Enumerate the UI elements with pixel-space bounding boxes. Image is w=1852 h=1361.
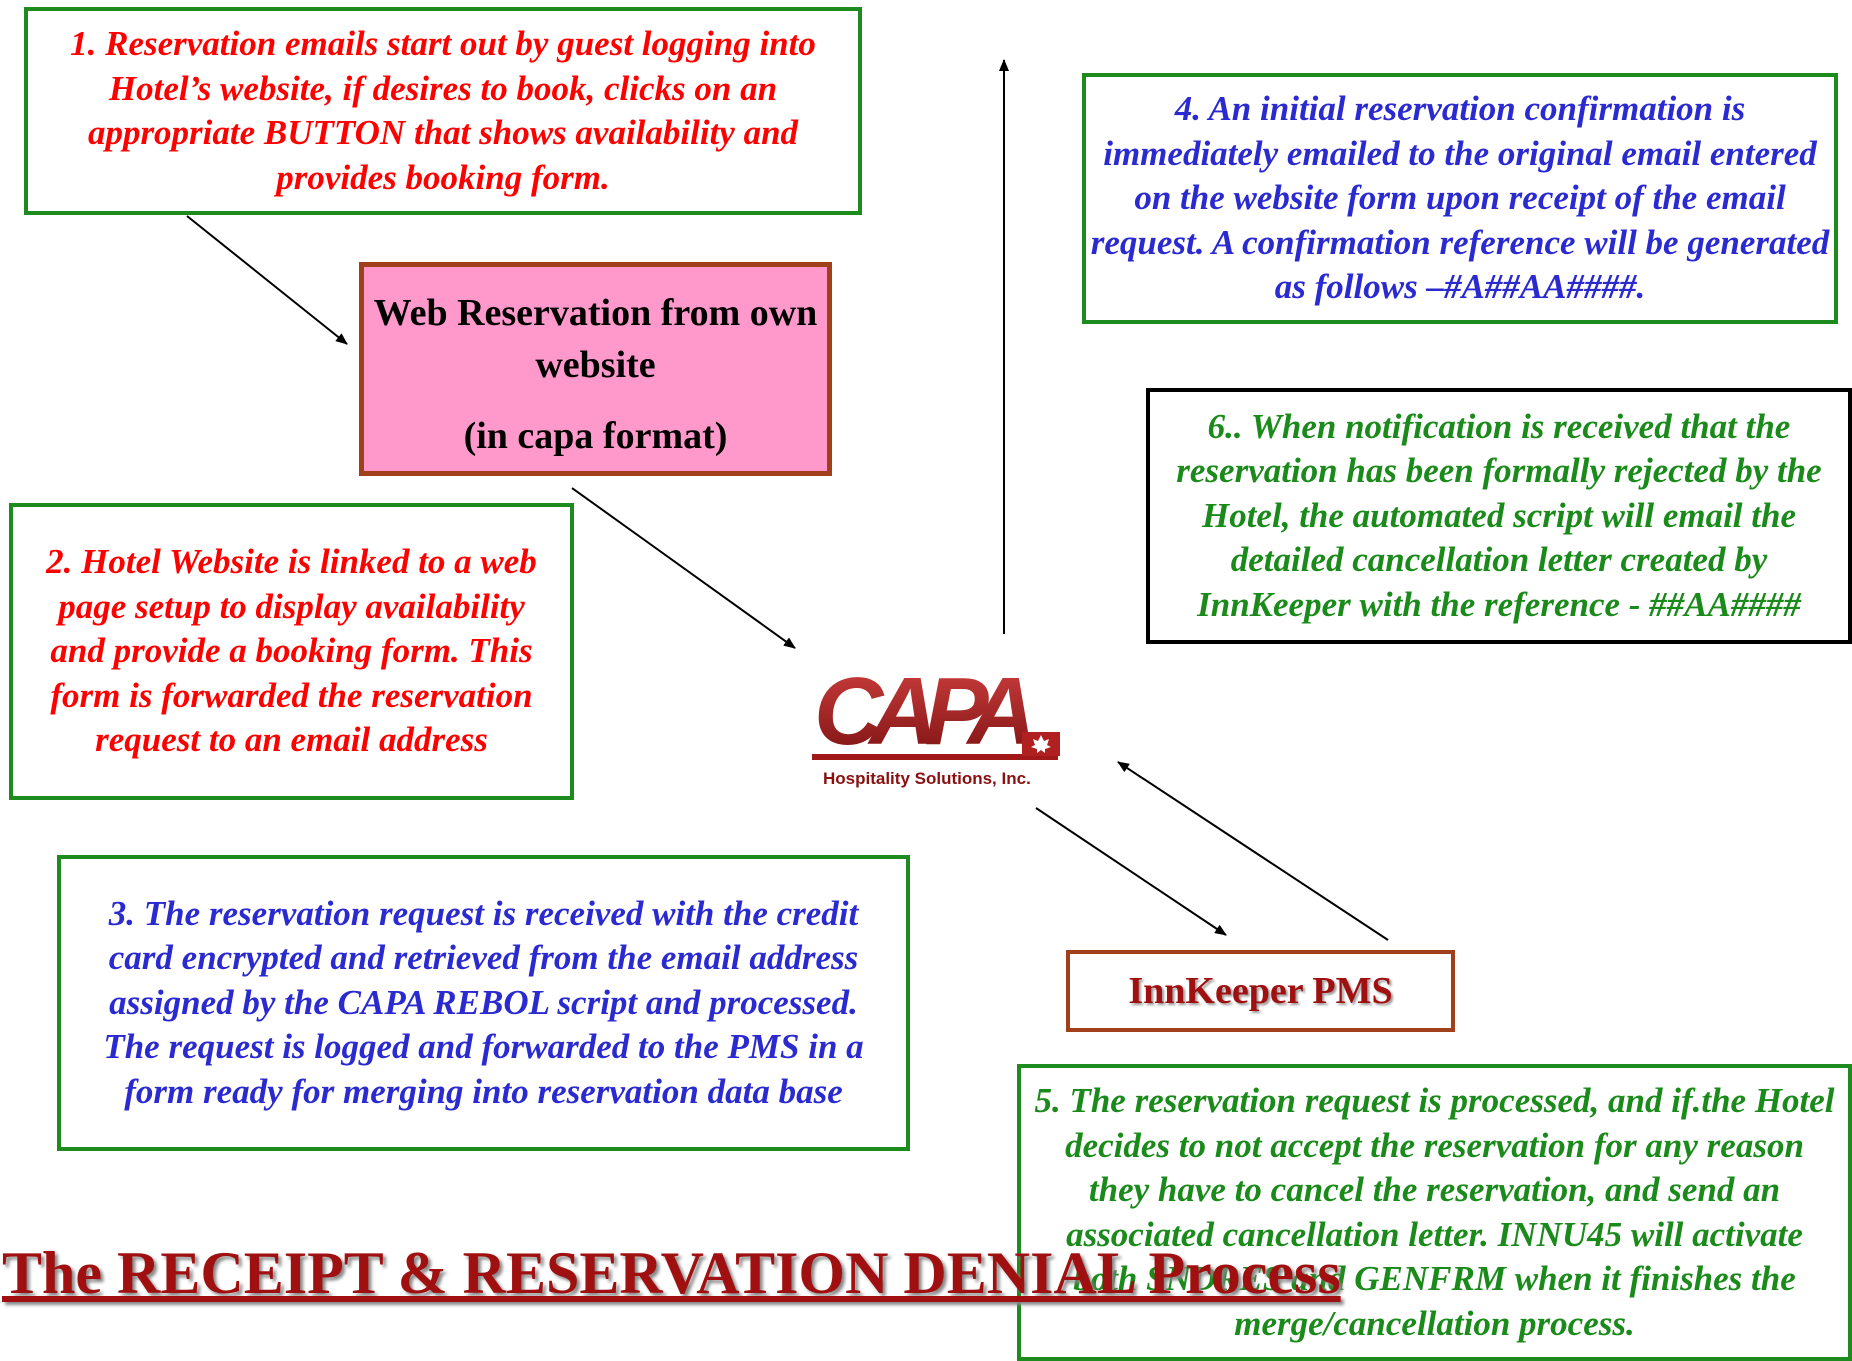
innkeeper-label: InnKeeper PMS <box>1128 970 1393 1012</box>
arrow-capa-to-innkeeper <box>1035 807 1227 936</box>
innkeeper-pms-node: InnKeeper PMS <box>1066 950 1455 1032</box>
logo-subtext: Hospitality Solutions, Inc. <box>823 769 1031 788</box>
web-reservation-format: (in capa format) <box>463 415 728 457</box>
step3-text: 3. The reservation request is received w… <box>103 893 864 1111</box>
step1-text: 1. Reservation emails start out by guest… <box>70 24 816 197</box>
step4-box: 4. An initial reservation confirmation i… <box>1082 73 1838 324</box>
step2-text: 2. Hotel Website is linked to a web page… <box>46 542 537 760</box>
step6-text: 6.. When notification is received that t… <box>1176 406 1822 624</box>
step5-box: 5. The reservation request is processed,… <box>1017 1064 1852 1361</box>
arrow-web-to-capa <box>571 487 796 649</box>
step4-text: 4. An initial reservation confirmation i… <box>1090 89 1830 307</box>
logo-wordmark: CAPA <box>814 658 1031 765</box>
step3-box: 3. The reservation request is received w… <box>57 855 910 1151</box>
web-reservation-title: Web Reservation from own website <box>373 292 818 386</box>
arrow-innkeeper-to-capa <box>1117 761 1389 941</box>
web-reservation-node: Web Reservation from own website (in cap… <box>359 262 832 476</box>
step6-box: 6.. When notification is received that t… <box>1146 388 1852 644</box>
capa-logo: CAPA Hospitality Solutions, Inc. <box>812 658 1060 788</box>
page-title: The RECEIPT & RESERVATION DENIAL Process <box>2 1240 1341 1306</box>
arrow-step1-to-web <box>186 215 348 345</box>
step5-text: 5. The reservation request is processed,… <box>1034 1081 1835 1343</box>
step2-box: 2. Hotel Website is linked to a web page… <box>9 503 574 800</box>
step1-box: 1. Reservation emails start out by guest… <box>24 7 862 215</box>
